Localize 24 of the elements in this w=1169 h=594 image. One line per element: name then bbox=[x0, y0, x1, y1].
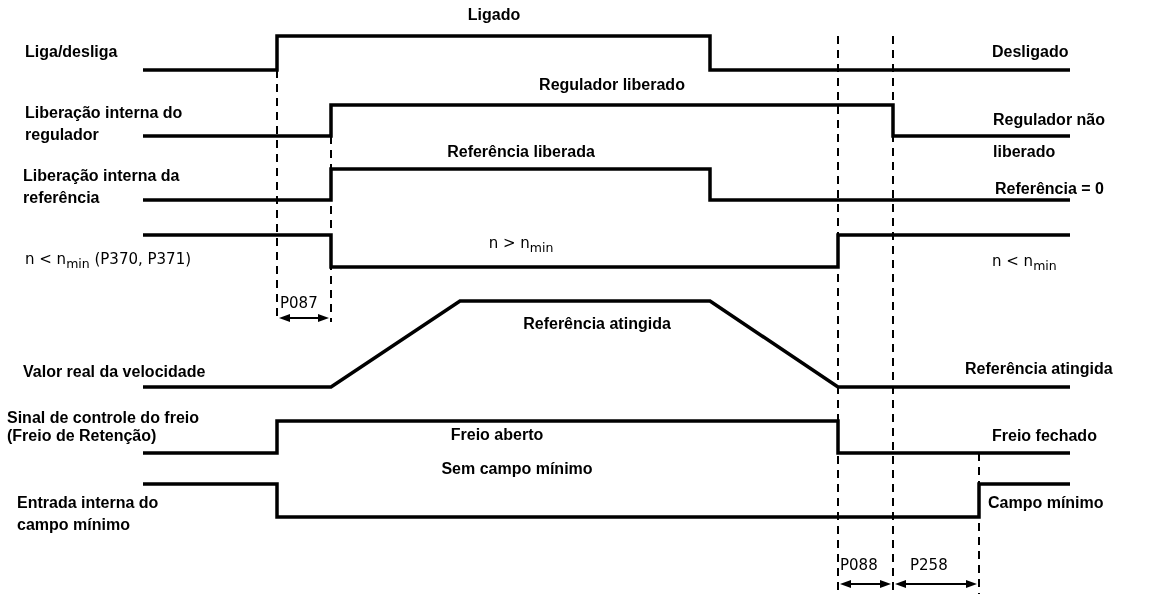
state-label: Sem campo mínimo bbox=[441, 459, 593, 479]
signal-label: Valor real da velocidade bbox=[23, 362, 206, 382]
state-label: Referência atingida bbox=[523, 314, 671, 334]
signal-label: Liberação interna do regulador bbox=[25, 103, 184, 145]
state-label: n < n$_{min}$ bbox=[992, 251, 1057, 275]
signal-label: Entrada interna do campo mínimo bbox=[17, 493, 160, 535]
state-label: Referência = 0 bbox=[995, 179, 1104, 199]
signal-label: Liga/desliga bbox=[25, 42, 118, 62]
parameter-label: P087 bbox=[280, 293, 318, 314]
state-label: Freio aberto bbox=[450, 425, 544, 445]
parameter-label: P258 bbox=[910, 555, 948, 576]
state-label: Desligado bbox=[992, 42, 1069, 62]
signal-label: Liberação interna da referência bbox=[23, 166, 181, 208]
state-label: Ligado bbox=[467, 5, 521, 25]
state-label: Referência atingida bbox=[965, 359, 1113, 379]
state-label: Regulador liberado bbox=[539, 75, 685, 95]
state-label: Freio fechado bbox=[992, 426, 1097, 446]
signal-label: n < n$_{min}$ (P370, P371) bbox=[25, 249, 192, 273]
parameter-label: P088 bbox=[840, 555, 878, 576]
state-label: Campo mínimo bbox=[988, 493, 1104, 513]
state-label: Referência liberada bbox=[447, 142, 595, 162]
state-label: n > n$_{min}$ bbox=[488, 233, 554, 257]
state-label: Regulador não liberado bbox=[993, 110, 1106, 162]
signal-label: Sinal de controle do freio (Freio de Retenção) bbox=[7, 409, 201, 445]
